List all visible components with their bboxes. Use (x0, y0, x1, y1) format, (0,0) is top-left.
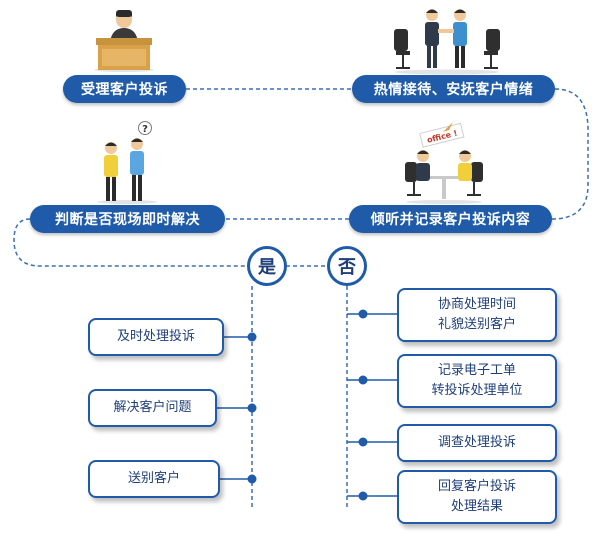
yes-item-label: 及时处理投诉 (116, 329, 195, 344)
office-meeting-illustration: office ! (405, 122, 483, 204)
no-item-reply-result: 回复客户投诉 处理结果 (397, 470, 557, 524)
yes-item-handle-complaint: 及时处理投诉 (88, 318, 224, 356)
step-warm-reception: 热情接待、安抚客户情绪 (352, 75, 555, 103)
branch-yes: 是 (247, 246, 287, 286)
yes-item-label: 解决客户问题 (113, 400, 192, 415)
question-mark-text: ? (142, 124, 148, 135)
no-item-line1: 调查处理投诉 (437, 435, 516, 450)
yes-item-label: 送别客户 (127, 471, 180, 486)
handshake-illustration (394, 9, 500, 75)
receptionist-illustration (94, 10, 154, 72)
branch-no: 否 (327, 246, 367, 286)
questioning-people-illustration: ? (97, 121, 157, 204)
no-item-negotiate-time: 协商处理时间 礼貌送别客户 (397, 288, 557, 342)
no-item-investigate: 调查处理投诉 (397, 424, 557, 462)
no-item-line1: 记录电子工单 (437, 363, 516, 378)
step-accept-complaint: 受理客户投诉 (63, 75, 186, 103)
no-item-line1: 回复客户投诉 (437, 479, 516, 494)
yes-item-see-off: 送别客户 (88, 460, 220, 498)
no-item-record-ticket: 记录电子工单 转投诉处理单位 (397, 354, 557, 408)
no-item-line2: 转投诉处理单位 (431, 383, 523, 398)
step-judge-onsite: 判断是否现场即时解决 (30, 205, 225, 233)
no-item-line2: 处理结果 (450, 499, 503, 514)
no-item-line1: 协商处理时间 (437, 297, 516, 312)
step-listen-record: 倾听并记录客户投诉内容 (349, 205, 552, 233)
no-item-line2: 礼貌送别客户 (437, 317, 516, 332)
yes-item-solve-problem: 解决客户问题 (88, 389, 217, 427)
